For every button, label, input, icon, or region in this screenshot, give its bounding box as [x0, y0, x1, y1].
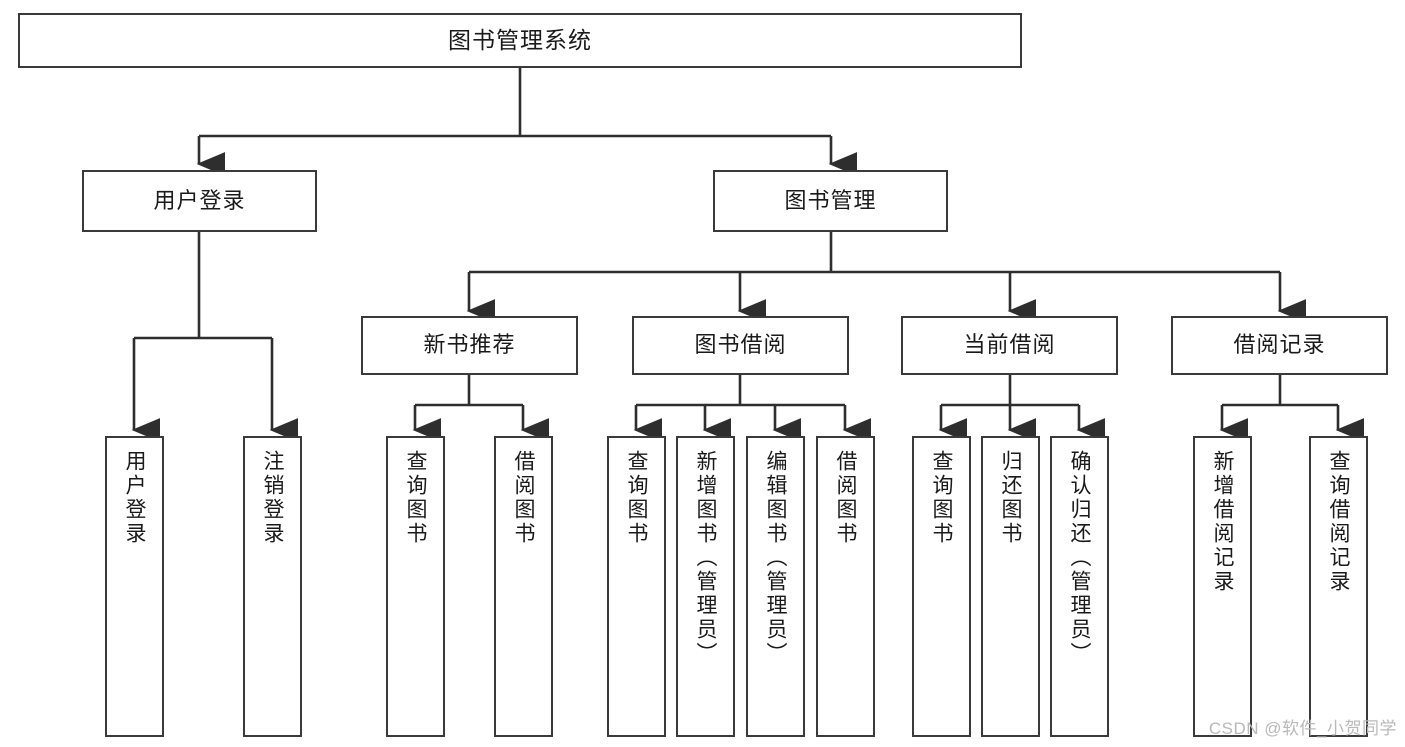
leaf-query-book-recommend[interactable]: 查询图书 — [386, 436, 445, 737]
node-book-management[interactable]: 图书管理 — [713, 170, 948, 232]
leaf-query-book-current[interactable]: 查询图书 — [912, 436, 971, 737]
leaf-return-book[interactable]: 归还图书 — [981, 436, 1040, 737]
node-label: 用户登录 — [123, 450, 146, 546]
node-book-management-system[interactable]: 图书管理系统 — [18, 13, 1022, 68]
node-label: 确认归还（管理员） — [1068, 450, 1091, 666]
leaf-add-borrow-record[interactable]: 新增借阅记录 — [1193, 436, 1252, 737]
node-label: 查询图书 — [930, 450, 953, 546]
node-label: 当前借阅 — [963, 332, 1056, 358]
node-user-login[interactable]: 用户登录 — [82, 170, 317, 232]
node-label: 图书管理系统 — [448, 26, 592, 53]
node-new-book-recommend[interactable]: 新书推荐 — [361, 316, 578, 375]
leaf-borrow-book[interactable]: 借阅图书 — [816, 436, 875, 737]
leaf-query-book-borrow[interactable]: 查询图书 — [607, 436, 666, 737]
node-label: 借阅图书 — [512, 450, 535, 546]
leaf-query-borrow-record[interactable]: 查询借阅记录 — [1309, 436, 1368, 737]
leaf-user-login[interactable]: 用户登录 — [105, 436, 164, 737]
node-label: 查询图书 — [625, 450, 648, 546]
node-borrow-record[interactable]: 借阅记录 — [1171, 316, 1388, 375]
node-label: 借阅记录 — [1233, 332, 1326, 358]
node-label: 新增借阅记录 — [1211, 450, 1234, 594]
leaf-edit-book-admin[interactable]: 编辑图书（管理员） — [746, 436, 805, 737]
node-label: 归还图书 — [999, 450, 1022, 546]
node-current-borrow[interactable]: 当前借阅 — [901, 316, 1118, 375]
node-label: 查询借阅记录 — [1327, 450, 1350, 594]
leaf-logout[interactable]: 注销登录 — [243, 436, 302, 737]
node-label: 查询图书 — [404, 450, 427, 546]
node-label: 注销登录 — [261, 450, 284, 546]
node-label: 编辑图书（管理员） — [764, 450, 787, 666]
node-label: 新书推荐 — [423, 332, 516, 358]
leaf-add-book-admin[interactable]: 新增图书（管理员） — [676, 436, 735, 737]
node-label: 用户登录 — [153, 187, 246, 213]
node-label: 借阅图书 — [834, 450, 857, 546]
node-label: 新增图书（管理员） — [694, 450, 717, 666]
node-label: 图书借阅 — [694, 332, 787, 358]
leaf-confirm-return-admin[interactable]: 确认归还（管理员） — [1050, 436, 1109, 737]
node-book-borrow[interactable]: 图书借阅 — [632, 316, 849, 375]
leaf-borrow-book-recommend[interactable]: 借阅图书 — [494, 436, 553, 737]
watermark-text: CSDN @软件_小贺同学 — [1208, 719, 1397, 738]
node-label: 图书管理 — [784, 187, 877, 213]
